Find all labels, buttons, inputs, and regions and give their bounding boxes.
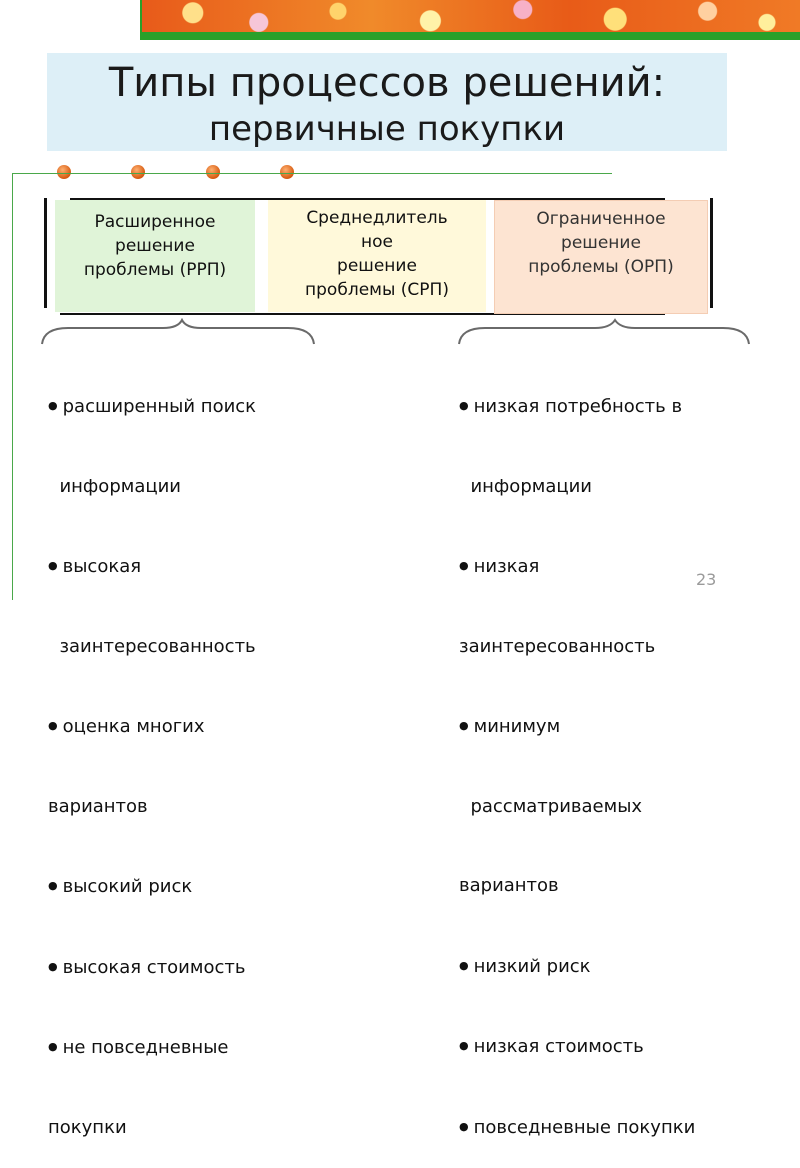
- bullet-icon: ●: [48, 719, 58, 732]
- right-brace-icon: [458, 318, 750, 345]
- left-brace-icon: [41, 318, 315, 345]
- bullet-icon: ●: [48, 879, 58, 892]
- bullet-icon: ●: [459, 1039, 469, 1052]
- bullet-icon: ●: [48, 959, 58, 973]
- slide-number: 23: [696, 570, 717, 589]
- list-item: ●низкая: [459, 556, 540, 577]
- list-item: ●повседневные покупки: [459, 1116, 696, 1138]
- list-item: ●низкая потребность в: [459, 396, 683, 417]
- bullet-icon: ●: [48, 1040, 58, 1053]
- orange-dot-icon: [131, 165, 145, 179]
- rrp-box: Расширенное решение проблемы (РРП): [55, 200, 255, 312]
- srp-label: Среднедлитель ное решение проблемы (СРП): [305, 208, 449, 300]
- list-item-continuation: покупки: [48, 1116, 127, 1138]
- orp-characteristics-list: ●низкая потребность в информации ●низкая…: [459, 340, 695, 1168]
- bullet-icon: ●: [459, 719, 469, 732]
- bracket-right-bar: [710, 198, 713, 308]
- orp-box: Ограниченное решение проблемы (ОРП): [494, 200, 708, 314]
- list-item: ●минимум: [459, 716, 561, 737]
- list-item: ●низкий риск: [459, 955, 591, 977]
- list-item-continuation: вариантов: [459, 875, 559, 896]
- rrp-characteristics-list: ●расширенный поиск информации ●высокая з…: [48, 340, 256, 1168]
- orange-dot-icon: [206, 165, 220, 179]
- bracket-top-line: [70, 198, 665, 200]
- list-item: ●высокая стоимость: [48, 956, 246, 978]
- green-rule-vertical: [12, 173, 13, 600]
- orange-dot-icon: [57, 165, 71, 179]
- green-rule-horizontal: [12, 173, 612, 174]
- bracket-left-bar: [44, 198, 47, 308]
- list-item: ●низкая стоимость: [459, 1036, 644, 1057]
- header-banner-image: [140, 0, 800, 32]
- bullet-icon: ●: [48, 399, 58, 412]
- list-item: ●не повседневные: [48, 1037, 229, 1058]
- list-item-continuation: информации: [459, 475, 592, 497]
- bracket-bottom-line: [60, 313, 665, 315]
- list-item: ●высокий риск: [48, 876, 193, 897]
- bullet-icon: ●: [459, 958, 469, 972]
- list-item: ●расширенный поиск: [48, 396, 257, 417]
- srp-box: Среднедлитель ное решение проблемы (СРП): [268, 200, 486, 312]
- header-green-stripe: [140, 32, 800, 40]
- header-green-divider: [140, 0, 142, 40]
- bullet-icon: ●: [48, 559, 58, 572]
- rrp-label: Расширенное решение проблемы (РРП): [83, 212, 227, 280]
- bullet-icon: ●: [459, 1119, 469, 1133]
- list-item-continuation: информации: [48, 475, 181, 497]
- slide-title: Типы процессов решений: первичные покупк…: [47, 53, 727, 151]
- list-item-continuation: заинтересованность: [459, 635, 656, 657]
- bullet-icon: ●: [459, 399, 469, 412]
- orange-dot-icon: [280, 165, 294, 179]
- list-item-continuation: рассматриваемых: [459, 795, 643, 817]
- bullet-icon: ●: [459, 559, 469, 572]
- title-line-2: первичные покупки: [208, 109, 566, 149]
- orp-label: Ограниченное решение проблемы (ОРП): [528, 209, 674, 277]
- list-item-continuation: вариантов: [48, 795, 148, 817]
- list-item: ●оценка многих: [48, 716, 205, 737]
- list-item: ●высокая: [48, 556, 142, 577]
- title-line-1: Типы процессов решений:: [108, 60, 666, 106]
- list-item-continuation: заинтересованность: [48, 635, 256, 657]
